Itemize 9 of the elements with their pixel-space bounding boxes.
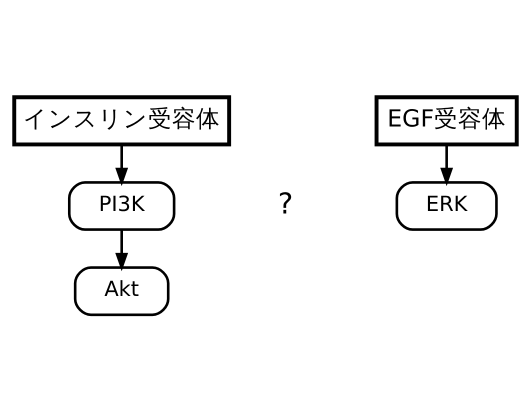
node-box: ERK — [396, 181, 498, 231]
node-box: Akt — [74, 266, 170, 316]
arrow — [440, 144, 454, 186]
label: ? — [278, 186, 294, 220]
arrow — [115, 144, 128, 186]
node-box: インスリン受容体 — [12, 95, 232, 146]
node-box: PI3K — [68, 181, 176, 231]
arrow — [115, 230, 128, 272]
node-box: EGF受容体 — [374, 95, 519, 146]
